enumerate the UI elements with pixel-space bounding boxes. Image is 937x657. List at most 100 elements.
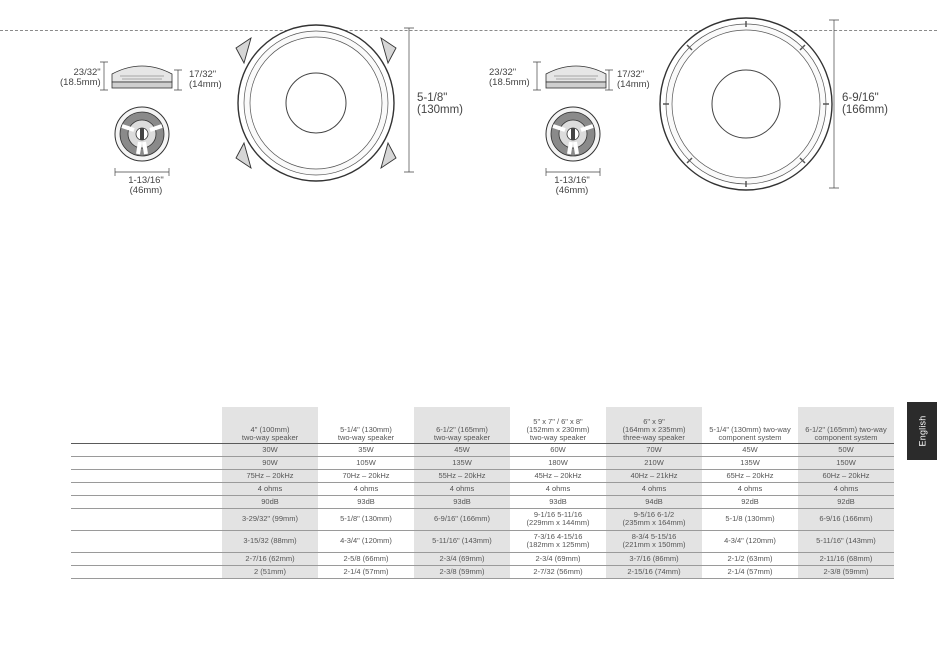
row-label-cell — [71, 495, 222, 509]
table-cell: 105W — [318, 456, 414, 470]
table-cell: 6-9/16 (166mm) — [798, 508, 894, 531]
table-cell: 92dB — [798, 495, 894, 509]
table-cell: 6-1/2" (165mm)two-way speaker — [414, 415, 510, 444]
cell-line: 7-3/16 4-15/16 — [533, 532, 583, 541]
table-cell: 90W — [222, 456, 318, 470]
speaker-drawings-svg — [100, 17, 839, 191]
table-cell: 90dB — [222, 495, 318, 509]
dashed-cut-line — [0, 30, 937, 31]
table-cell — [702, 407, 798, 415]
table-cell: 2-3/4 (69mm) — [510, 552, 606, 566]
left-woofer-front — [235, 24, 397, 182]
table-cell: 4-3/4" (120mm) — [702, 530, 798, 553]
table-cell: 2-3/4 (69mm) — [414, 552, 510, 566]
cell-line: two-way speaker — [529, 432, 587, 442]
table-cell: 5-1/4" (130mm)two-way speaker — [318, 415, 414, 444]
right-tweeter-width-label: 1-13/16" (46mm) — [554, 175, 590, 196]
table-cell: 5-11/16" (143mm) — [414, 530, 510, 553]
cell-line: 4" (100mm) — [250, 424, 290, 434]
table-cell: 45W — [702, 443, 798, 457]
left-tweeter-side — [111, 65, 173, 89]
table-row: 3-15/32 (88mm)4-3/4" (120mm)5-11/16" (14… — [71, 530, 894, 553]
table-cell: 2-1/4 (57mm) — [702, 565, 798, 579]
row-label-cell — [71, 469, 222, 483]
table-cell: 70W — [606, 443, 702, 457]
left-tweeter-width-label: 1-13/16" (46mm) — [128, 175, 164, 196]
table-cell: 65Hz – 20kHz — [702, 469, 798, 483]
language-tab[interactable]: English — [907, 402, 937, 460]
table-cell: 4 ohms — [318, 482, 414, 496]
table-cell: 2-1/4 (57mm) — [318, 565, 414, 579]
right-tweeter-front — [544, 105, 602, 163]
table-cell: 150W — [798, 456, 894, 470]
table-cell: 2-11/16 (68mm) — [798, 552, 894, 566]
right-woofer-diameter-label: 6-9/16" (166mm) — [842, 92, 889, 116]
table-cell: 4" (100mm)two-way speaker — [222, 415, 318, 444]
table-cell: 50W — [798, 443, 894, 457]
cell-line: two-way speaker — [433, 432, 491, 442]
table-top-strip — [71, 407, 894, 415]
cell-line: 9-5/16 6-1/2 — [633, 510, 675, 519]
cell-line: 5-1/4" (130mm) — [340, 424, 392, 434]
row-label-cell — [71, 530, 222, 553]
table-cell: 93dB — [414, 495, 510, 509]
table-cell: 135W — [702, 456, 798, 470]
dimension-drawings: 23/32" (18.5mm) 17/32" (14mm) 1-13/16" (… — [0, 0, 937, 200]
table-cell: 30W — [222, 443, 318, 457]
table-cell — [222, 407, 318, 415]
table-row: 3-29/32" (99mm)5-1/8" (130mm)6-9/16" (16… — [71, 508, 894, 531]
table-cell: 55Hz – 20kHz — [414, 469, 510, 483]
table-cell: 4-3/4" (120mm) — [318, 530, 414, 553]
table-cell: 5-1/8" (130mm) — [318, 508, 414, 531]
table-cell: 45W — [414, 443, 510, 457]
table-row: 2 (51mm)2-1/4 (57mm)2-3/8 (59mm)2-7/32 (… — [71, 565, 894, 579]
table-cell: 5-1/8 (130mm) — [702, 508, 798, 531]
table-cell: 135W — [414, 456, 510, 470]
cell-line: two-way speaker — [337, 432, 395, 442]
cell-line: 8-3/4 5-15/16 — [631, 532, 677, 541]
cell-line: (229mm x 144mm) — [526, 518, 590, 527]
right-side-height-label: 23/32" (18.5mm) — [489, 67, 530, 88]
table-cell: 70Hz – 20kHz — [318, 469, 414, 483]
cell-line: 5" x 7" / 6" x 8" — [533, 416, 583, 426]
table-cell: 75Hz – 20kHz — [222, 469, 318, 483]
left-magnet-height-label: 17/32" (14mm) — [189, 69, 222, 90]
cell-line: 9-1/16 5-11/16 — [533, 510, 583, 519]
cell-line: (164mm x 235mm) — [622, 424, 686, 434]
row-label-cell — [71, 565, 222, 579]
table-cell: 60Hz – 20kHz — [798, 469, 894, 483]
row-label-cell — [71, 482, 222, 496]
table-cell: 2-5/8 (66mm) — [318, 552, 414, 566]
cell-line: component system — [814, 432, 878, 442]
table-cell: 2-7/16 (62mm) — [222, 552, 318, 566]
table-cell: 4 ohms — [222, 482, 318, 496]
table-cell: 6-9/16" (166mm) — [414, 508, 510, 531]
table-cell: 94dB — [606, 495, 702, 509]
row-label-cell — [71, 552, 222, 566]
table-cell: 93dB — [510, 495, 606, 509]
cell-line: 6" x 9" — [643, 416, 665, 426]
table-cell: 4 ohms — [414, 482, 510, 496]
table-cell: 2-15/16 (74mm) — [606, 565, 702, 579]
table-cell: 6" x 9"(164mm x 235mm)three-way speaker — [606, 415, 702, 444]
table-cell: 210W — [606, 456, 702, 470]
table-cell: 2-3/8 (59mm) — [798, 565, 894, 579]
table-cell — [318, 407, 414, 415]
table-cell: 4 ohms — [798, 482, 894, 496]
table-cell: 2-3/8 (59mm) — [414, 565, 510, 579]
cell-line: (152mm x 230mm) — [526, 424, 590, 434]
table-cell: 3-7/16 (86mm) — [606, 552, 702, 566]
table-cell: 2-7/32 (56mm) — [510, 565, 606, 579]
right-tweeter-side — [545, 65, 607, 89]
table-cell: 93dB — [318, 495, 414, 509]
table-cell: 2-1/2 (63mm) — [702, 552, 798, 566]
right-woofer-front — [659, 17, 833, 191]
